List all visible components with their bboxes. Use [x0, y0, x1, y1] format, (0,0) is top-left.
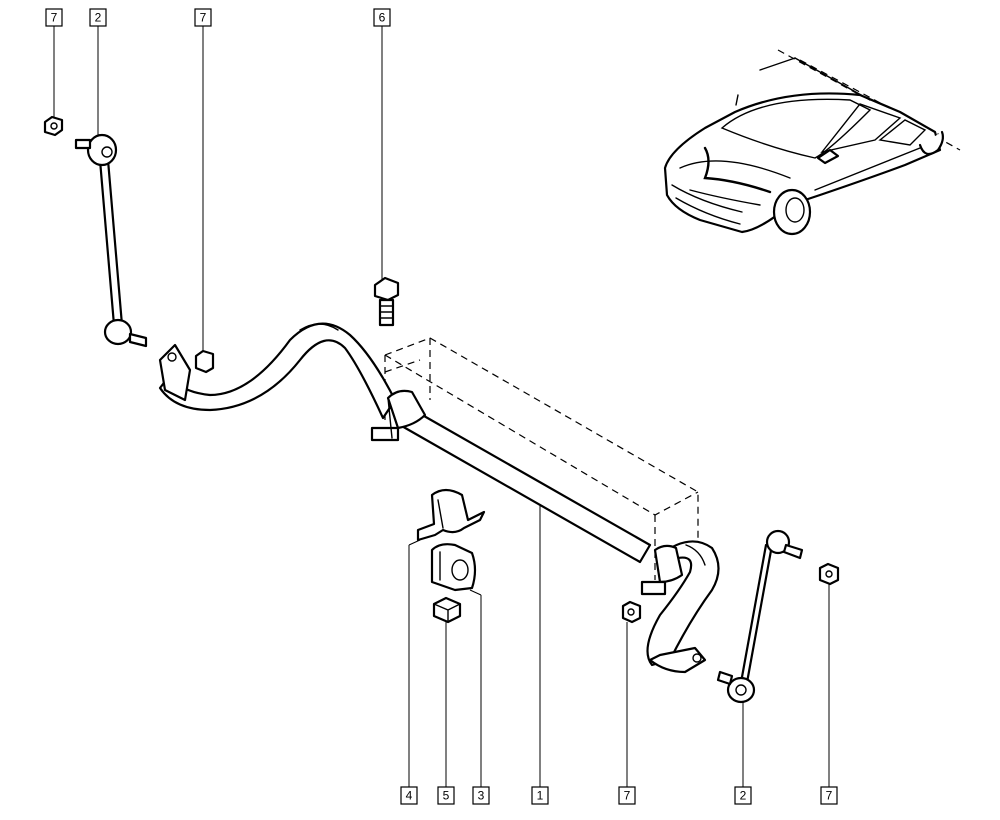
callout-2-top-left: 2	[89, 8, 107, 27]
clip-block	[432, 596, 462, 624]
rubber-bush	[430, 543, 477, 592]
mounting-bolt	[373, 276, 400, 327]
callout-5-bottom: 5	[437, 786, 455, 805]
callout-7-top-left: 7	[45, 8, 63, 27]
callout-label: 6	[379, 11, 386, 25]
callout-label: 1	[537, 789, 544, 803]
left-drop-link	[74, 133, 148, 348]
callout-label: 2	[740, 789, 747, 803]
nut-top-mid	[194, 349, 215, 374]
bush-bracket	[416, 488, 486, 542]
callout-label: 7	[826, 789, 833, 803]
callout-4-bottom: 4	[400, 786, 418, 805]
callout-label: 3	[478, 789, 485, 803]
nut-right-bar	[621, 600, 642, 624]
callout-7-bottom-a: 7	[618, 786, 636, 805]
car-location-vignette	[663, 49, 961, 236]
callout-3-bottom: 3	[472, 786, 490, 805]
callout-7-top-mid: 7	[194, 8, 212, 27]
callout-label: 7	[51, 11, 58, 25]
nut-top-left	[43, 115, 64, 137]
callout-label: 4	[406, 789, 413, 803]
nut-right-link	[818, 562, 840, 586]
callout-6-top: 6	[373, 8, 391, 27]
leader-lines	[53, 26, 830, 787]
callout-label: 5	[443, 789, 450, 803]
anti-roll-bar	[158, 322, 720, 674]
subframe-outline	[384, 337, 699, 580]
callout-7-bottom-b: 7	[820, 786, 838, 805]
callout-1-bottom: 1	[531, 786, 549, 805]
left-bar-bush-mount	[370, 389, 427, 442]
callout-label: 2	[95, 11, 102, 25]
right-bar-bush-mount	[640, 544, 684, 596]
right-drop-link	[716, 529, 804, 704]
callout-label: 7	[200, 11, 207, 25]
callout-label: 7	[624, 789, 631, 803]
callout-2-bottom: 2	[734, 786, 752, 805]
